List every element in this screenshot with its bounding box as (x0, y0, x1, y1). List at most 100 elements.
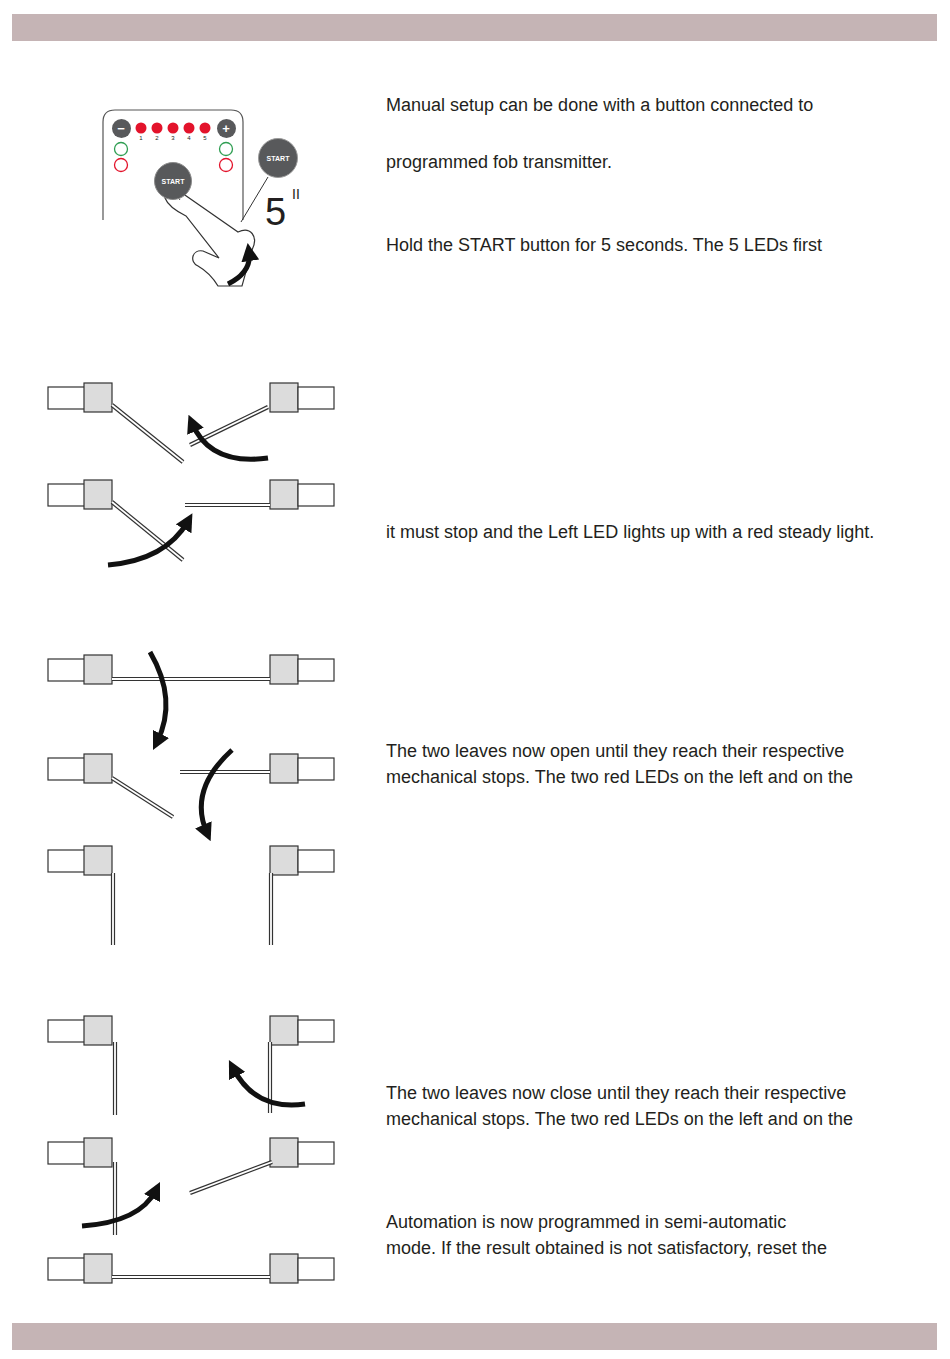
gate-leaf (269, 873, 273, 945)
motion-arrow (82, 1190, 156, 1226)
pillar-wall (298, 1142, 334, 1164)
gate-leaf-fill (270, 873, 272, 945)
red-led (184, 123, 195, 134)
gate (48, 1016, 334, 1115)
gate-post (270, 754, 298, 783)
red-led (200, 123, 211, 134)
gate-leaf (112, 677, 270, 681)
press-arrow (228, 252, 249, 284)
gate-leaf-fill (112, 678, 270, 680)
gate (48, 480, 334, 565)
start-button: START (258, 138, 298, 178)
button-label: START (162, 178, 185, 185)
pillar-wall (298, 387, 334, 409)
green-led (220, 143, 233, 156)
led-row (136, 123, 211, 134)
gate (48, 652, 334, 742)
pillar-wall (48, 1142, 85, 1164)
gate-leaf-fill (114, 1042, 116, 1115)
led-button: − (112, 119, 131, 138)
pillar-wall (48, 1258, 85, 1280)
gate-leaf (190, 1162, 272, 1193)
instruction-text: Manual setup can be done with a button c… (386, 92, 813, 118)
gate-leaf-fill (114, 1162, 116, 1235)
button-label: − (117, 122, 125, 135)
gate-leaf-fill (112, 873, 114, 945)
pillar-wall (298, 1020, 334, 1042)
pillar-wall (48, 387, 85, 409)
gate-leaf-fill (112, 1276, 270, 1278)
hand (165, 189, 255, 286)
gate-leaf-fill (185, 504, 270, 506)
pillar-wall (48, 758, 85, 780)
gate-post (84, 754, 112, 783)
pillar-wall (298, 659, 334, 681)
gate-leaf (180, 770, 270, 774)
start-button: START (154, 162, 192, 200)
gate-post (270, 480, 298, 509)
gate-leaf (113, 1042, 117, 1115)
button-label: START (267, 155, 290, 162)
pillar-wall (298, 758, 334, 780)
gate-leaf (112, 502, 183, 560)
motion-arrow (150, 652, 166, 742)
led-number: 5 (201, 134, 209, 142)
gate-leaf-fill (112, 778, 173, 817)
gate-leaf-fill (180, 771, 270, 773)
instruction-text: Hold the START button for 5 seconds. The… (386, 232, 822, 258)
gate (48, 846, 334, 945)
gate (48, 383, 334, 462)
gate-post (270, 1016, 298, 1045)
instruction-text: Automation is now programmed in semi-aut… (386, 1209, 841, 1261)
gate-post (270, 1254, 298, 1283)
gate (48, 750, 334, 833)
led-number: 4 (185, 134, 193, 142)
led-number: 2 (153, 134, 161, 142)
motion-arrow (233, 1068, 305, 1105)
pillar-wall (48, 1020, 85, 1042)
motion-arrow (192, 423, 268, 459)
leader-line (241, 177, 268, 222)
red-led-outline (115, 159, 128, 172)
led-number: 3 (169, 134, 177, 142)
pillar-wall (48, 850, 85, 872)
hold-time: II (292, 185, 300, 203)
gate-post (270, 655, 298, 684)
gate (48, 1138, 334, 1235)
hold-time: 5 (265, 190, 286, 234)
gate-post (84, 383, 112, 412)
gate-post (270, 383, 298, 412)
pillar-wall (298, 484, 334, 506)
header-band (12, 14, 937, 41)
gate-leaf-fill (190, 1162, 272, 1193)
led-number: 1 (137, 134, 145, 142)
gate-leaf-fill (112, 502, 183, 560)
footer-band (12, 1323, 937, 1350)
gate-post (84, 1138, 112, 1167)
gate-post (270, 846, 298, 875)
gate-diagrams (48, 383, 334, 1283)
gate-leaf (185, 503, 270, 507)
gate-post (84, 655, 112, 684)
pillar-wall (298, 1258, 334, 1280)
gate-leaf (113, 1162, 117, 1235)
instruction-text: The two leaves now open until they reach… (386, 738, 891, 790)
gate-leaf (112, 778, 173, 817)
gate-post (84, 846, 112, 875)
red-led (152, 123, 163, 134)
red-led (168, 123, 179, 134)
red-led (136, 123, 147, 134)
gate-post (270, 1138, 298, 1167)
gate-post (84, 480, 112, 509)
green-led (115, 143, 128, 156)
gate-leaf (112, 1275, 270, 1279)
led-button: + (217, 119, 236, 138)
red-led-outline (220, 159, 233, 172)
motion-arrow (108, 521, 188, 565)
pillar-wall (298, 850, 334, 872)
pillar-wall (48, 659, 85, 681)
instruction-text: The two leaves now close until they reac… (386, 1080, 891, 1132)
gate-leaf-fill (112, 405, 183, 462)
gate-leaf (111, 873, 115, 945)
